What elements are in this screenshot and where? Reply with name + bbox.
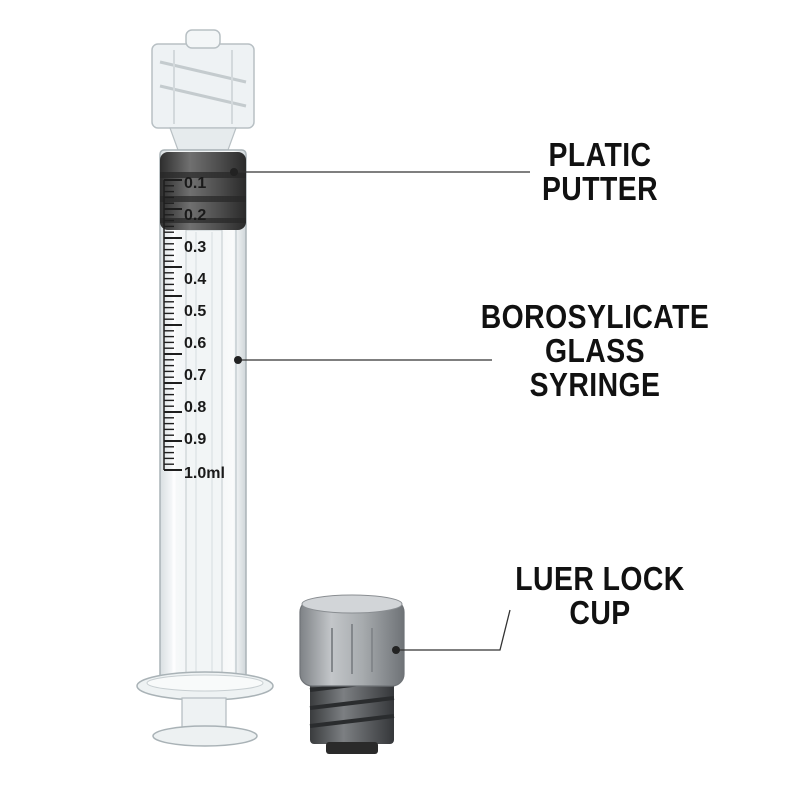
graduation-0-4: 0.4 — [184, 271, 206, 288]
finger-flange — [136, 671, 274, 701]
label-barrel-line2: GLASS — [545, 332, 645, 369]
leader-barrel — [234, 356, 492, 364]
label-glass-syringe: BOROSYLICATE GLASS SYRINGE — [475, 300, 716, 402]
graduation-0-2: 0.2 — [184, 207, 206, 224]
label-plunger-line2: PUTTER — [541, 170, 659, 207]
graduation-ticks — [163, 179, 182, 471]
graduation-0-5: 0.5 — [184, 303, 206, 320]
label-luer-lock-cup: LUER LOCK CUP — [510, 562, 691, 630]
graduation-0-9: 0.9 — [184, 431, 206, 448]
label-barrel-line3: SYRINGE — [529, 366, 661, 403]
label-barrel-line1: BOROSYLICATE — [480, 298, 710, 335]
leader-plunger — [230, 168, 530, 176]
label-cap-line1: LUER LOCK — [515, 560, 685, 597]
graduation-0-3: 0.3 — [184, 239, 206, 256]
glass-barrel — [159, 149, 247, 686]
graduation-0-1: 0.1 — [184, 175, 206, 192]
label-cap-line2: CUP — [569, 594, 631, 631]
graduation-labels: 0.1 0.2 0.3 0.4 0.5 0.6 0.7 0.8 0.9 1.0m… — [184, 175, 225, 482]
graduation-0-8: 0.8 — [184, 399, 206, 416]
plunger-thumb-rest — [152, 697, 258, 747]
luer-lock-cap — [299, 594, 405, 754]
label-plastic-plunger: PLATIC PUTTER — [518, 138, 681, 206]
luer-lock-tip — [151, 29, 255, 151]
graduation-1-0ml: 1.0ml — [184, 465, 225, 482]
graduation-0-7: 0.7 — [184, 367, 206, 384]
plunger-stopper — [160, 152, 246, 230]
label-plunger-line1: PLATIC — [548, 136, 652, 173]
graduation-0-6: 0.6 — [184, 335, 206, 352]
leader-cap — [392, 609, 511, 654]
